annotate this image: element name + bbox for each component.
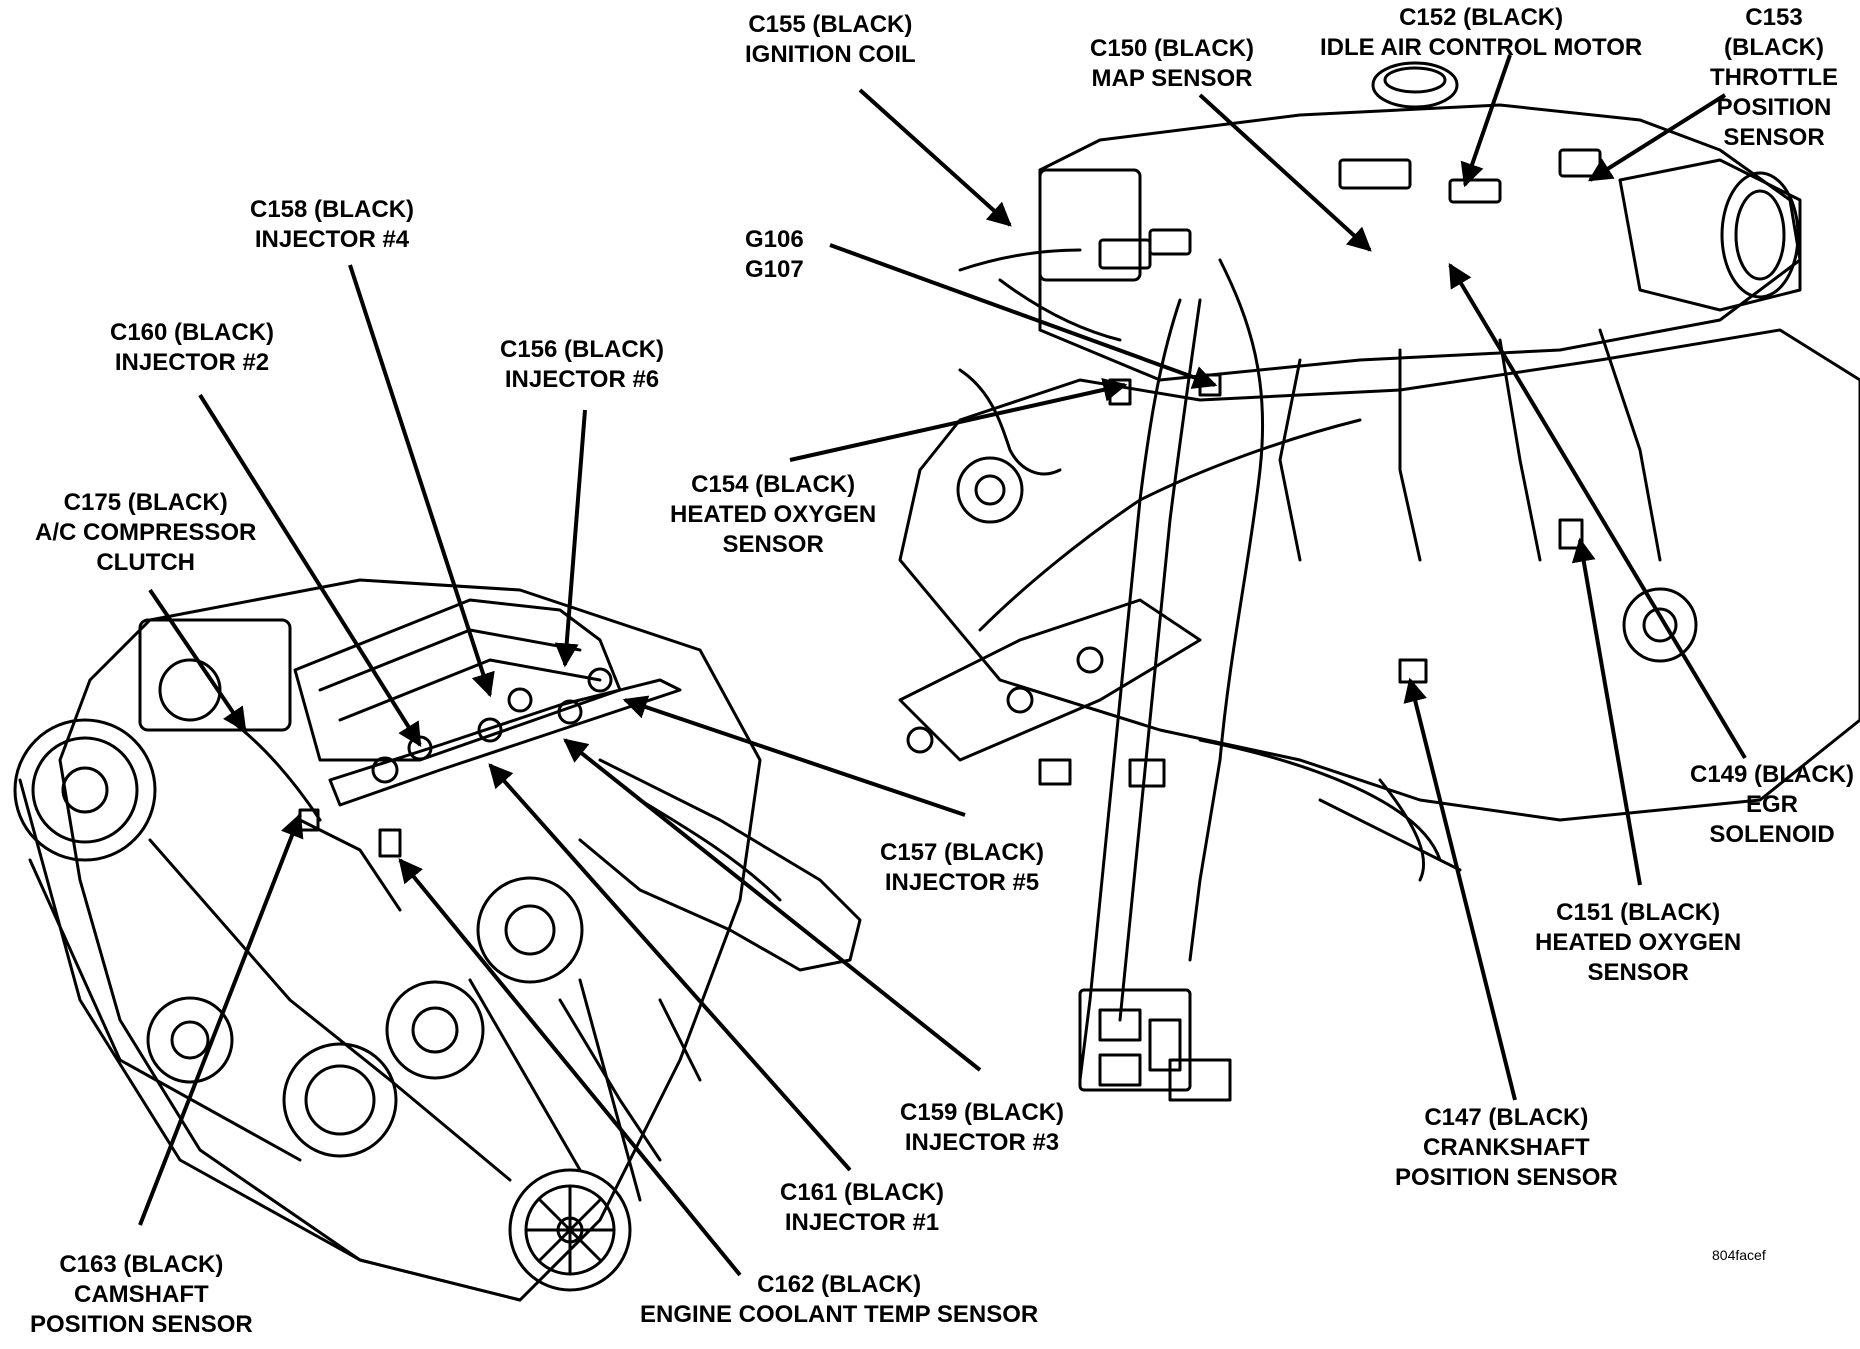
leader-c152 — [1460, 54, 1512, 188]
leader-c149 — [1448, 262, 1747, 760]
leader-c163 — [138, 812, 304, 1226]
leader-c162 — [398, 858, 742, 1277]
label-c156-injector-6: C156 (BLACK) INJECTOR #6 — [500, 336, 665, 393]
label-c155-ignition-coil: C155 (BLACK) IGNITION COIL — [745, 11, 916, 68]
figure-reference: 804facef — [1712, 1247, 1766, 1263]
leader-c160 — [198, 393, 422, 748]
label-c175-ac-compressor-clutch: C175 (BLACK) A/C COMPRESSOR CLUTCH — [35, 489, 257, 576]
label-c154-heated-oxygen-sensor: C154 (BLACK) HEATED OXYGEN SENSOR — [670, 471, 877, 558]
label-c149-egr-solenoid: C149 (BLACK) EGR SOLENOID — [1690, 761, 1855, 848]
label-c150-map-sensor: C150 (BLACK) MAP SENSOR — [1090, 35, 1255, 92]
label-c161-injector-1: C161 (BLACK) INJECTOR #1 — [780, 1179, 945, 1236]
leader-c155 — [858, 88, 1012, 227]
leader-c157 — [622, 695, 966, 817]
leader-c147 — [1403, 677, 1517, 1101]
leader-c153 — [1587, 93, 1727, 182]
label-c159-injector-3: C159 (BLACK) INJECTOR #3 — [900, 1099, 1065, 1156]
label-c153-throttle-position-sensor: C153 (BLACK) THROTTLE POSITION SENSOR — [1710, 4, 1838, 151]
leader-lines — [138, 54, 1747, 1277]
label-c157-injector-5: C157 (BLACK) INJECTOR #5 — [880, 839, 1045, 896]
label-c160-injector-2: C160 (BLACK) INJECTOR #2 — [110, 319, 275, 376]
leader-c159 — [563, 738, 982, 1072]
leader-c154 — [789, 378, 1128, 462]
left-engine-drawing — [13, 578, 862, 1302]
label-c158-injector-4: C158 (BLACK) INJECTOR #4 — [250, 196, 415, 253]
leader-c175 — [148, 588, 247, 732]
leader-c150 — [1198, 93, 1372, 252]
label-c151-heated-oxygen-sensor: C151 (BLACK) HEATED OXYGEN SENSOR — [1535, 899, 1742, 986]
label-g106-g107: G106 G107 — [745, 226, 804, 283]
leader-c156 — [554, 409, 587, 668]
label-c162-engine-coolant-temp-sensor: C162 (BLACK) ENGINE COOLANT TEMP SENSOR — [640, 1271, 1039, 1328]
label-c147-crankshaft-position-sensor: C147 (BLACK) CRANKSHAFT POSITION SENSOR — [1395, 1104, 1618, 1191]
leader-c161 — [488, 763, 852, 1172]
leader-g106 — [829, 243, 1218, 389]
leader-c151 — [1571, 537, 1642, 886]
label-c163-camshaft-position-sensor: C163 (BLACK) CAMSHAFT POSITION SENSOR — [30, 1251, 253, 1338]
label-c152-idle-air-control-motor: C152 (BLACK) IDLE AIR CONTROL MOTOR — [1320, 4, 1643, 61]
leader-c158 — [348, 264, 495, 698]
right-engine-drawing — [898, 61, 1860, 1102]
